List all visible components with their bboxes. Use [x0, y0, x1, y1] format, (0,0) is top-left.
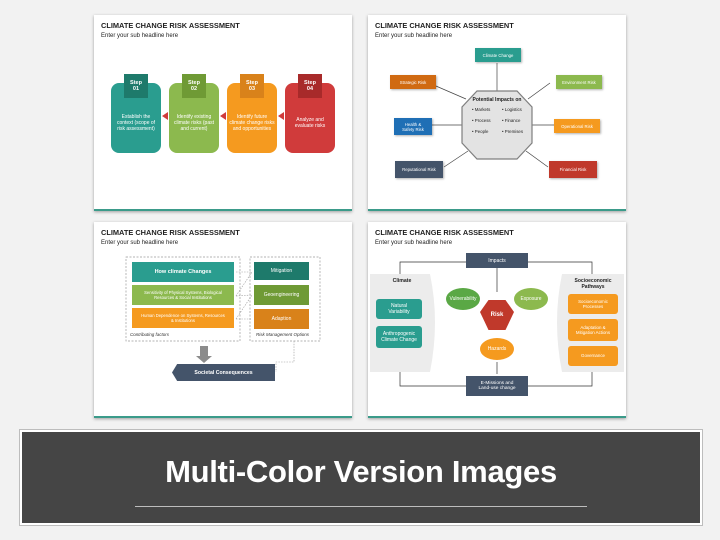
risk-box-financial: Financial Risk: [549, 161, 597, 178]
factor-box-how-climate-changes: How climate Changes: [132, 262, 234, 282]
step-text-4: Analyze and evaluate risks: [294, 117, 326, 129]
down-arrow-icon: [200, 346, 208, 356]
slide-title: CLIMATE CHANGE RISK ASSESSMENT: [101, 21, 240, 30]
slide-subtitle: Enter your sub headline here: [101, 240, 179, 246]
slide-title: CLIMATE CHANGE RISK ASSESSMENT: [375, 21, 514, 30]
slide-thumbnail-factors[interactable]: CLIMATE CHANGE RISK ASSESSMENT Enter you…: [94, 222, 352, 418]
impact-item: • Premises: [502, 129, 524, 134]
pathway-item-socioeconomic: Socioeconomic Processes: [568, 294, 618, 314]
step-flag-2: Step 02: [182, 74, 206, 98]
step-arrows: [162, 112, 284, 120]
caption-contributing-factors: Contributing factors: [130, 332, 170, 337]
vulnerability-circle: Vulnerability: [446, 288, 480, 310]
impact-item: • Process: [472, 118, 491, 123]
risk-box-reputational: Reputational Risk: [395, 161, 443, 178]
factor-box-sensitivity: Sensitivity of Physical Systems, Biologi…: [132, 285, 234, 305]
risk-box-environment: Environment Risk: [556, 75, 602, 89]
impact-connectors: [428, 63, 555, 168]
impact-item: • People: [472, 129, 489, 134]
option-box-geoengineering: Geoengineering: [254, 285, 309, 305]
risk-box-strategic: Strategic Risk: [390, 75, 436, 89]
impacts-box: Impacts: [466, 253, 528, 268]
banner-divider: [135, 506, 587, 507]
step-text-3: Identify future climate change risks and…: [229, 114, 275, 132]
slide-accent-line: [94, 209, 352, 211]
risk-box-operational: Operational Risk: [554, 119, 600, 133]
slide-subtitle: Enter your sub headline here: [375, 33, 453, 39]
slide-accent-line: [94, 416, 352, 418]
step-text-1: Establish the context (scope of risk ass…: [116, 114, 156, 132]
option-box-adaption: Adaption: [254, 309, 309, 329]
impact-item: • Markets: [472, 107, 491, 112]
slide-accent-line: [368, 416, 626, 418]
step-flag-1: Step 01: [124, 74, 148, 98]
slide-subtitle: Enter your sub headline here: [375, 240, 453, 246]
climate-item-natural: Natural Variability: [376, 299, 422, 319]
slide-thumbnail-risk-framework[interactable]: CLIMATE CHANGE RISK ASSESSMENT Enter you…: [368, 222, 626, 418]
slide-title: CLIMATE CHANGE RISK ASSESSMENT: [101, 228, 240, 237]
step-text-2: Identify existing climate risks (past an…: [173, 114, 214, 132]
slide-subtitle: Enter your sub headline here: [101, 33, 179, 39]
climate-item-anthropogenic: Anthropogenic Climate Change: [376, 326, 422, 348]
option-box-mitigation: Mitigation: [254, 262, 309, 280]
societal-consequences-box: Societal Consequences: [172, 364, 275, 381]
slide-thumbnail-steps[interactable]: CLIMATE CHANGE RISK ASSESSMENT Enter you…: [94, 15, 352, 211]
step-flag-3: Step 03: [240, 74, 264, 98]
arrow-icon: [278, 112, 284, 120]
slide-title: CLIMATE CHANGE RISK ASSESSMENT: [375, 228, 514, 237]
slide-accent-line: [368, 209, 626, 211]
factor-connectors: [125, 256, 321, 372]
exposure-circle: Exposure: [514, 288, 548, 310]
impact-center-title: Potential Impacts on: [472, 97, 522, 103]
slide-thumbnail-impacts[interactable]: CLIMATE CHANGE RISK ASSESSMENT Enter you…: [368, 15, 626, 211]
pathway-item-governance: Governance: [568, 346, 618, 366]
arrow-icon: [220, 112, 226, 120]
impact-item: • Logistics: [502, 107, 522, 112]
caption-risk-management: Risk Management Options: [256, 332, 310, 337]
impact-octagon: [461, 90, 533, 160]
risk-box-climate-change: Climate Change: [475, 48, 521, 62]
factor-box-human-dependence: Human Dependence on Systems, Resources &…: [132, 308, 234, 328]
climate-title: Climate: [392, 278, 412, 284]
banner-title: Multi-Color Version Images: [165, 454, 557, 489]
hazards-circle: Hazards: [480, 338, 514, 360]
multicolor-banner: Multi-Color Version Images: [20, 430, 702, 525]
arrow-icon: [162, 112, 168, 120]
impact-item: • Finance: [502, 118, 521, 123]
emissions-box: E-Missions and Land-use change: [466, 376, 528, 396]
step-flag-4: Step 04: [298, 74, 322, 98]
pathways-title: Socioeconomic Pathways: [574, 278, 612, 290]
risk-box-health-safety: Health & Safety Risk: [394, 118, 432, 135]
pathway-item-adaptation: Adaptation & Mitigation Actions: [568, 319, 618, 341]
